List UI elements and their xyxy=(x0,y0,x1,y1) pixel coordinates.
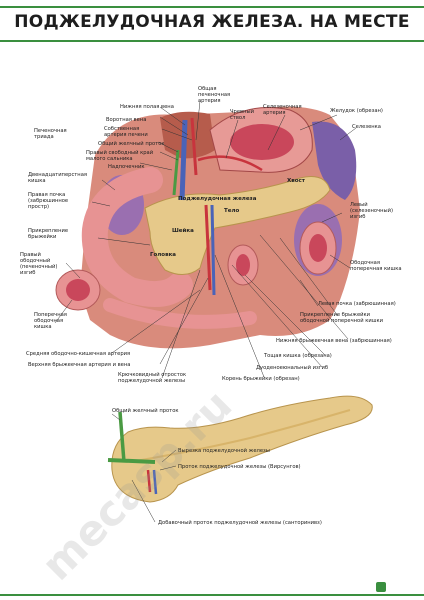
label-middle-colic-artery: Средняя ободочно-кишечная артерия xyxy=(26,351,130,357)
ivc-vessel xyxy=(179,119,188,201)
label-stomach: Желудок (обрезан) xyxy=(330,108,383,114)
splenic-artery-vessel xyxy=(197,155,263,172)
right-flexure-lumen xyxy=(66,279,90,301)
label-adrenal: Надпочечник xyxy=(108,164,144,170)
duodenal-entry xyxy=(107,458,156,464)
isolated-vessel-red xyxy=(146,469,152,493)
sma-vessel xyxy=(204,204,212,291)
bottom-leader-lines xyxy=(111,413,177,523)
label-body: Тело xyxy=(224,208,240,214)
label-b-common-bile-duct: Общий желчный проток xyxy=(112,407,179,414)
label-head: Головка xyxy=(150,252,176,258)
hepatic-artery-vessel xyxy=(190,117,198,176)
label-ivc: Нижняя полая вена xyxy=(120,104,174,110)
poster-title: ПОДЖЕЛУДОЧНАЯ ЖЕЛЕЗА. НА МЕСТЕ xyxy=(14,12,410,32)
label-jejunum: Тощая кишка (обрезана) xyxy=(263,353,332,359)
isolated-vessel-blue xyxy=(152,469,158,495)
label-pancreas: Поджелудочная железа xyxy=(178,196,257,202)
isolated-bile-duct xyxy=(118,411,126,463)
label-spleen: Селезенка xyxy=(352,124,381,130)
brand-mark-icon xyxy=(376,582,386,592)
label-texts: Нижняя полая вена Воротная вена Собствен… xyxy=(20,86,402,526)
label-duodenojejunal: Дуоденоеюнальный изгиб xyxy=(256,364,328,371)
label-imv: Нижняя брыжеечная вена (забрюшинная) xyxy=(276,338,392,344)
label-neck: Шейка xyxy=(172,227,194,234)
leader-lines xyxy=(54,100,357,379)
duodenum-shape xyxy=(81,167,193,307)
label-mesentery-root: Корень брыжейки (обрезан) xyxy=(222,375,300,382)
label-sma-smv: Верхняя брыжеечная артерия и вена xyxy=(28,362,130,368)
in-situ-illustration xyxy=(55,106,360,349)
label-b-accessory-duct: Добавочный проток поджелудочной железы (… xyxy=(158,519,322,526)
smv-vessel xyxy=(210,204,216,296)
jejunum-lumen xyxy=(236,254,250,276)
brand-logo xyxy=(376,580,416,594)
label-b-notch: Вырезка поджелудочной железы xyxy=(178,447,270,454)
label-common-bile-duct: Общий желчный проток xyxy=(98,140,165,147)
label-portal-vein: Воротная вена xyxy=(106,117,146,123)
top-rule xyxy=(0,6,424,8)
label-tail: Хвост xyxy=(287,178,306,184)
main-duct-shape xyxy=(129,409,351,463)
stomach-lumen xyxy=(230,124,294,160)
label-b-main-duct: Проток поджелудочной железы (Вирсунгов) xyxy=(178,463,301,470)
label-left-flexure: Левый(селезеночный)изгиб xyxy=(350,201,393,220)
bile-duct-vessel xyxy=(172,149,180,196)
transverse-colon-shape xyxy=(103,298,257,329)
bottom-rule xyxy=(0,594,424,596)
liver-shape xyxy=(160,111,215,159)
spleen-shape xyxy=(312,121,357,200)
pancreas-shape xyxy=(144,176,331,275)
left-flexure-lumen xyxy=(309,234,327,262)
title-rule xyxy=(0,40,424,42)
label-left-kidney: Левая почка (забрюшинная) xyxy=(318,301,396,307)
isolated-pancreas-illustration xyxy=(107,395,373,503)
